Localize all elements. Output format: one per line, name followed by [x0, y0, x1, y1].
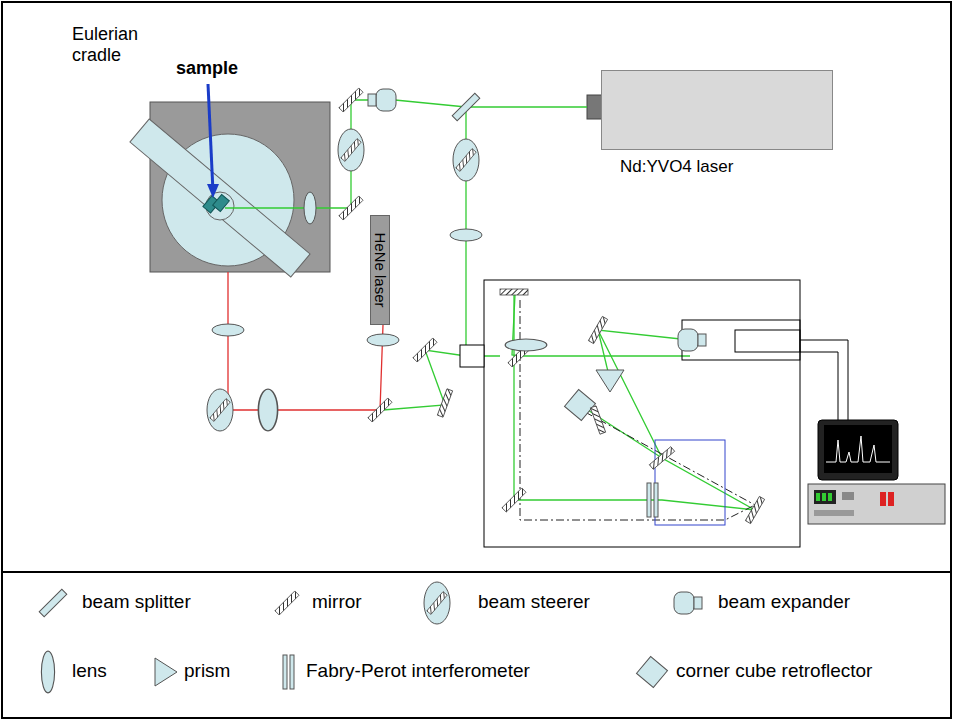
node-label: HeNe laser: [373, 232, 388, 307]
hene-beam: [228, 272, 383, 410]
computer: [808, 420, 945, 524]
legend-entry: beam splitter: [82, 591, 191, 613]
laser-box: Nd:YVO4 laser: [601, 70, 833, 150]
legend-entry: mirror: [312, 591, 362, 613]
legend-entry: corner cube retroflector: [676, 660, 872, 682]
legend-entry: prism: [184, 660, 230, 682]
legend-entry: beam steerer: [478, 591, 590, 613]
laser-tube: HeNe laser: [370, 215, 390, 325]
legend-text: beam expander: [718, 591, 850, 612]
legend-entry: lens: [72, 660, 107, 682]
legend-symbols: [39, 582, 702, 693]
legend-text: lens: [72, 660, 107, 681]
legend-text: prism: [184, 660, 230, 681]
legend-text: corner cube retroflector: [676, 660, 872, 681]
legend-text: Fabry-Perot interferometer: [306, 660, 530, 681]
part-label: Eulerian cradle: [72, 24, 154, 65]
legend-entry: Fabry-Perot interferometer: [306, 660, 530, 682]
legend-text: beam splitter: [82, 591, 191, 612]
sample-label: sample: [176, 58, 238, 79]
legend-text: beam steerer: [478, 591, 590, 612]
eulerian-cradle: [130, 102, 330, 277]
legend-entry: beam expander: [718, 591, 850, 613]
legend-text: mirror: [312, 591, 362, 612]
node-label: Nd:YVO4 laser: [620, 157, 733, 177]
laser-beam: [225, 100, 755, 510]
